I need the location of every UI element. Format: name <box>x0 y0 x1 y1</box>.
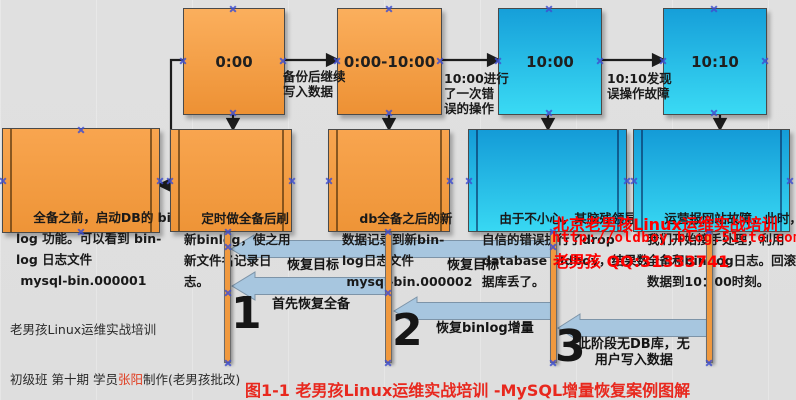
inner-rule <box>440 130 442 231</box>
connection-point-icon <box>156 177 164 185</box>
connection-point-icon <box>385 5 393 13</box>
timeline-box-000-1000: 0:00-10:00 <box>337 8 442 115</box>
connection-point-icon <box>229 109 237 117</box>
step-number-1: 1 <box>231 288 262 339</box>
connection-point-icon <box>385 109 393 117</box>
connection-point-icon <box>288 177 296 185</box>
connection-point-icon <box>279 57 287 65</box>
credits-line1: 老男孩Linux运维实战培训 <box>10 322 157 337</box>
promo-blog-url: http://oldboy.blog.51cto.com <box>552 230 796 246</box>
transition-note-continue-writing: 备份后继续 写入数据 <box>283 69 346 99</box>
detail-box-flush-binlog: 定时做全备后刷 新binlog，使之用 新文件名记录日 志。 <box>170 129 292 289</box>
down-arrowhead-icon <box>540 117 556 132</box>
connection-point-icon <box>0 177 7 185</box>
inner-rule <box>336 130 338 231</box>
connection-point-icon <box>224 359 232 367</box>
detail-box-text: 运营报网站故障，此时， 我们开始接手处理，利用 全备和bin-log日志。回滚 … <box>647 211 796 289</box>
timeline-bar-2 <box>385 232 392 363</box>
detail-box-drop-database: 由于不小心，某脑残领导 自信的错误执行了drop database oldboy… <box>468 129 649 289</box>
connection-point-icon <box>659 57 667 65</box>
connection-point-icon <box>545 5 553 13</box>
connection-point-icon <box>384 289 392 297</box>
timeline-box-label: 10:10 <box>691 52 739 71</box>
detail-box-text: 由于不小心，某脑残领导 自信的错误执行了drop database oldboy… <box>482 211 649 289</box>
connection-point-icon <box>166 177 174 185</box>
label-restore-full-backup: 首先恢复全备 <box>272 297 351 312</box>
connection-point-icon <box>77 126 85 134</box>
inner-rule <box>617 130 619 231</box>
connection-point-icon <box>494 57 502 65</box>
transition-note-fault-found: 10:10发现 误操作故障 <box>607 71 672 101</box>
inner-rule <box>476 130 478 231</box>
connection-point-icon <box>549 359 557 367</box>
promo-qq: 老男孩 QQ:31333741 <box>553 252 730 271</box>
connection-point-icon <box>224 228 232 236</box>
inner-rule <box>150 129 152 232</box>
detail-box-binlog-before-backup: 全备之前，启动DB的 bin- log 功能。可以看到 bin- log 日志文… <box>2 128 185 288</box>
down-arrowhead-icon <box>381 117 397 132</box>
connection-point-icon <box>596 57 604 65</box>
connection-point-icon <box>786 177 794 185</box>
timeline-box-label: 0:00-10:00 <box>343 52 436 71</box>
timeline-box-1000: 10:00 <box>498 8 602 115</box>
promo-title: 北京老男孩Linux运维实战培训 <box>553 215 778 234</box>
connection-point-icon <box>224 243 232 251</box>
connection-point-icon <box>710 109 718 117</box>
connection-point-icon <box>705 359 713 367</box>
detail-box-rollback: 运营报网站故障，此时， 我们开始接手处理，利用 全备和bin-log日志。回滚 … <box>633 129 796 289</box>
detail-box-new-binlog: db全备之后的新 数据记录到新bin- log日志文件 mysql-bin.00… <box>328 129 472 289</box>
inner-rule <box>641 130 643 231</box>
connection-point-icon <box>446 177 454 185</box>
connection-point-icon <box>333 57 341 65</box>
detail-box-text: db全备之后的新 数据记录到新bin- log日志文件 mysql-bin.00… <box>342 211 473 289</box>
credits-line2: 初级班 第十期 学员张阳制作(老男孩批改) <box>10 372 240 389</box>
inner-rule <box>178 130 180 231</box>
figure-caption: 图1-1 老男孩Linux运维实战培训 -MySQL增量恢复案例图解 <box>245 381 691 400</box>
credits-line2-suffix: 制作(老男孩批改) <box>142 371 241 387</box>
connection-point-icon <box>384 228 392 236</box>
label-recovery-target-1: 恢复目标 <box>287 258 340 273</box>
label-restore-binlog: 恢复binlog增量 <box>436 321 534 336</box>
timeline-box-label: 0:00 <box>215 52 253 71</box>
label-no-db-stage: 此阶段无DB库，无 用户写入数据 <box>578 337 690 368</box>
detail-box-text: 定时做全备后刷 新binlog，使之用 新文件名记录日 志。 <box>184 211 291 289</box>
inner-rule <box>780 130 782 231</box>
connection-point-icon <box>229 5 237 13</box>
connection-point-icon <box>465 177 473 185</box>
timeline-box-1010: 10:10 <box>663 8 767 115</box>
credits-student-name: 张阳 <box>117 371 143 387</box>
down-arrowhead-icon <box>225 117 241 132</box>
credits-block: 老男孩Linux运维实战培训 初级班 第十期 学员张阳制作(老男孩批改) <box>10 289 240 400</box>
connection-point-icon <box>77 228 85 236</box>
step-number-3: 3 <box>555 321 586 372</box>
connection-point-icon <box>325 177 333 185</box>
connection-point-icon <box>545 109 553 117</box>
timeline-box-000: 0:00 <box>183 8 285 115</box>
connection-point-icon <box>384 359 392 367</box>
step-number-2: 2 <box>392 305 423 356</box>
connection-point-icon <box>761 57 769 65</box>
down-arrowhead-icon <box>712 117 728 132</box>
connection-point-icon <box>630 177 638 185</box>
transition-note-wrong-operation: 10:00进行 了一次错 误的操作 <box>444 71 509 116</box>
connection-point-icon <box>179 57 187 65</box>
connection-point-icon <box>224 289 232 297</box>
inner-rule <box>10 129 12 232</box>
label-recovery-target-2: 恢复目标 <box>447 258 500 273</box>
credits-line2-prefix: 初级班 第十期 学员 <box>10 371 118 387</box>
timeline-box-label: 10:00 <box>526 52 574 71</box>
connection-point-icon <box>436 57 444 65</box>
inner-rule <box>282 130 284 231</box>
connection-point-icon <box>710 5 718 13</box>
